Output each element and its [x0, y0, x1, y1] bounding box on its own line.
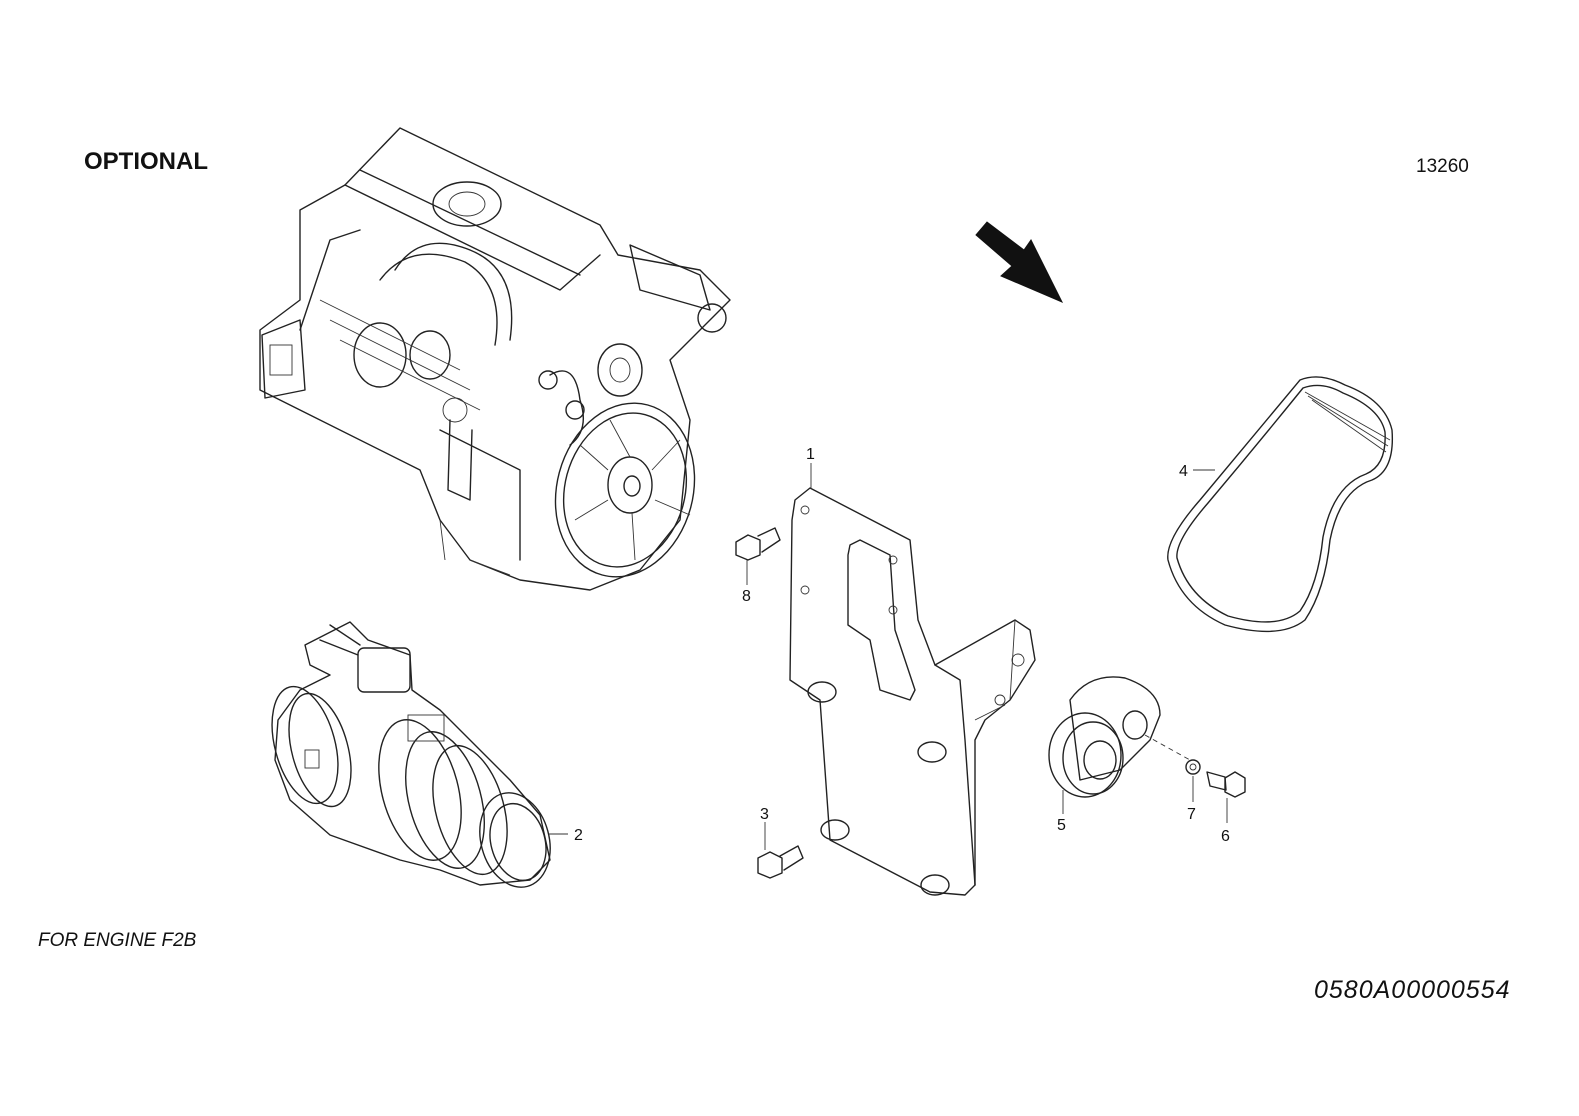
bolt-3-illustration [757, 845, 804, 879]
view-direction-arrow [975, 221, 1064, 303]
sheet-number: 13260 [1416, 156, 1469, 177]
engine-illustration [259, 127, 731, 591]
leader-lines [549, 463, 1228, 850]
engine-note: FOR ENGINE F2B [38, 930, 197, 951]
drawing-code: 0580A00000554 [1314, 976, 1511, 1004]
callout-3: 3 [760, 806, 769, 823]
bolt-8-illustration [735, 527, 781, 561]
belt-illustration [1167, 376, 1394, 633]
callout-4: 4 [1179, 463, 1188, 480]
callout-6: 6 [1221, 828, 1230, 845]
callout-7: 7 [1187, 806, 1196, 823]
bolt-6-illustration [1206, 771, 1246, 798]
bracket-illustration [789, 487, 1036, 896]
callout-1: 1 [806, 446, 815, 463]
washer-illustration [1185, 759, 1201, 775]
callout-5: 5 [1057, 817, 1066, 834]
compressor-illustration [271, 621, 551, 888]
tensioner-illustration [1048, 676, 1191, 798]
optional-label: OPTIONAL [84, 148, 208, 175]
callout-8: 8 [742, 588, 751, 605]
callout-2: 2 [574, 827, 583, 844]
